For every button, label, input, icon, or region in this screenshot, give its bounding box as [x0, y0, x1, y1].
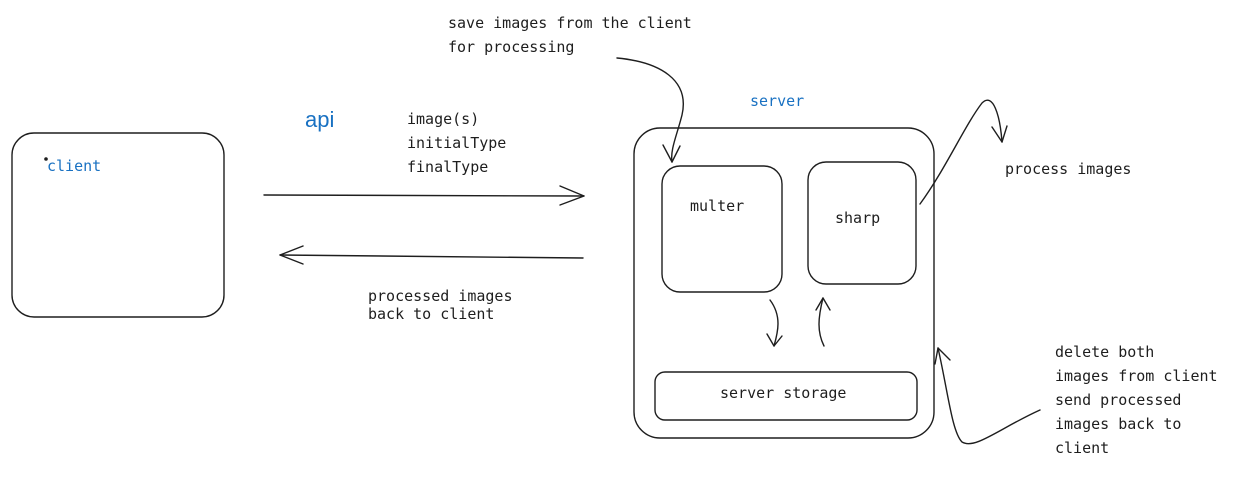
delete-note: send processed	[1055, 391, 1181, 409]
client-box[interactable]	[11, 132, 225, 318]
response-note: back to client	[368, 305, 494, 323]
sharp-box[interactable]	[807, 161, 917, 285]
api-label: api	[305, 107, 334, 132]
process-arrow	[919, 99, 1008, 205]
request-param: initialType	[407, 134, 506, 152]
server-storage-box[interactable]	[654, 371, 918, 421]
up-arrow	[815, 297, 831, 347]
request-param: finalType	[407, 158, 488, 176]
server-box[interactable]	[633, 127, 935, 439]
save-note: save images from the client	[448, 14, 692, 32]
down-arrow	[766, 299, 783, 347]
delete-note: client	[1055, 439, 1109, 457]
delete-note: images back to	[1055, 415, 1181, 433]
save-note-arrow	[616, 57, 684, 163]
multer-box[interactable]	[661, 165, 783, 293]
response-note: processed images	[368, 287, 513, 305]
client-label: client	[47, 157, 101, 175]
multer-label: multer	[690, 197, 744, 215]
sharp-label: sharp	[835, 209, 880, 227]
server-storage-label: server storage	[720, 384, 846, 402]
server-label: server	[750, 92, 804, 110]
delete-note: images from client	[1055, 367, 1218, 385]
request-param: image(s)	[407, 110, 479, 128]
response-arrow	[279, 245, 584, 265]
client-dot	[44, 157, 48, 161]
request-arrow	[263, 185, 585, 206]
delete-note-arrow	[934, 347, 1041, 445]
process-images-label: process images	[1005, 160, 1131, 178]
save-note: for processing	[448, 38, 574, 56]
delete-note: delete both	[1055, 343, 1154, 361]
